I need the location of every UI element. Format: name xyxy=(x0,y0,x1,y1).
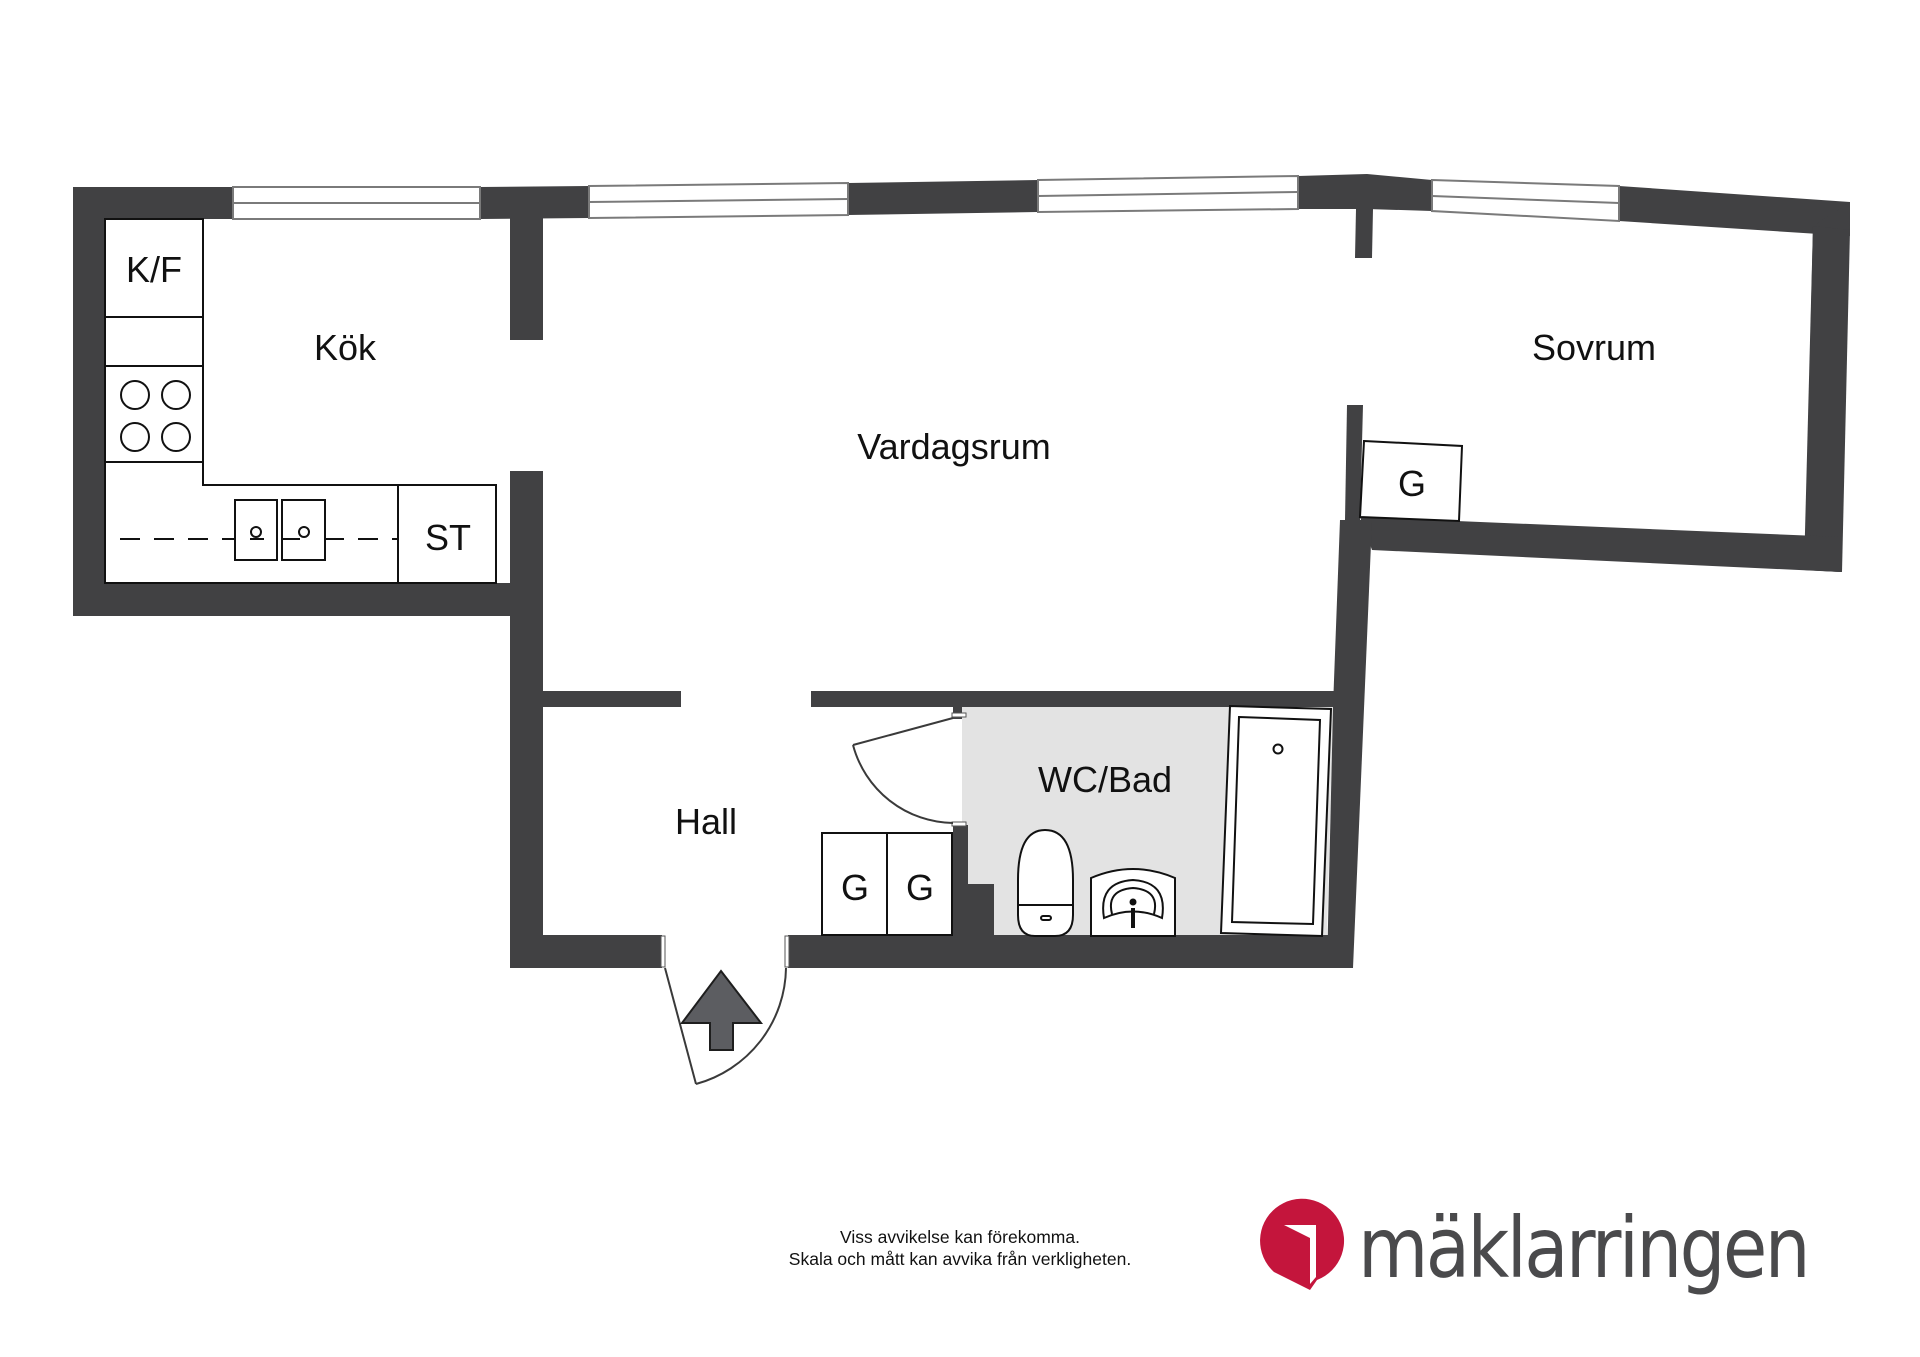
hall-wardrobes xyxy=(821,832,953,936)
fixture-label-wardrobe-hall-2: G xyxy=(905,867,935,908)
sink-icon xyxy=(234,499,326,561)
brand-name: mäklarringen xyxy=(1358,1199,1811,1297)
washbasin-icon xyxy=(1090,868,1176,937)
fixture-label-cabinet-st: ST xyxy=(424,517,472,558)
maklarringen-logo-icon xyxy=(1260,1198,1345,1290)
disclaimer-line-2: Skala och mått kan avvika från verklighe… xyxy=(788,1249,1132,1269)
room-label-bedroom: Sovrum xyxy=(1531,327,1657,368)
window-icon xyxy=(232,174,1620,223)
room-label-living-room: Vardagsrum xyxy=(857,426,1051,467)
wardrobe-bedroom xyxy=(1358,439,1464,523)
disclaimer-line-1: Viss avvikelse kan förekomma. xyxy=(840,1227,1080,1247)
brand-logo: mäklarringen xyxy=(1256,1198,1881,1298)
room-label-hall: Hall xyxy=(674,801,738,842)
room-label-kitchen: Kök xyxy=(313,327,377,368)
fixture-label-wardrobe-hall-1: G xyxy=(840,867,870,908)
fixture-label-fridge-freezer: K/F xyxy=(125,249,183,290)
fixture-label-wardrobe-bedroom: G xyxy=(1397,463,1427,504)
bathtub-icon xyxy=(1219,704,1333,938)
door-swing-icon xyxy=(664,717,954,1085)
disclaimer: Viss avvikelse kan förekomma. Skala och … xyxy=(789,1226,1131,1270)
kitchen-fixtures xyxy=(104,218,497,584)
toilet-icon xyxy=(1017,828,1074,937)
entrance-arrow-icon xyxy=(680,969,764,1051)
walls xyxy=(73,174,1850,968)
stove-icon xyxy=(120,380,191,452)
room-label-bathroom: WC/Bad xyxy=(1037,759,1173,800)
